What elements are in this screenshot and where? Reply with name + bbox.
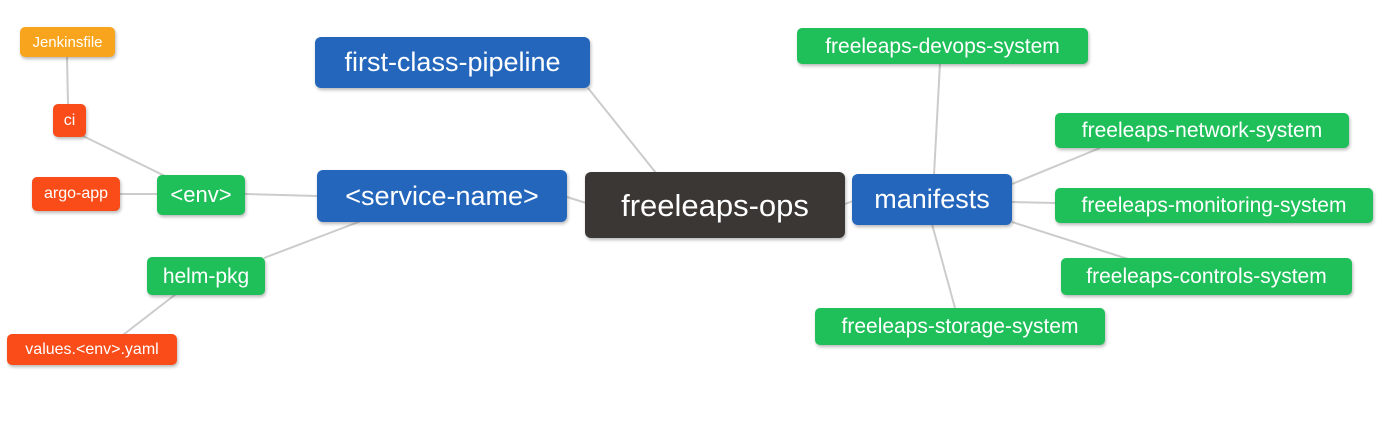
edge-jenkinsfile-ci: [66, 56, 69, 105]
edge-root-manifests: [844, 200, 854, 205]
node-first-class-pipeline[interactable]: first-class-pipeline: [315, 37, 590, 88]
edge-ci-env: [82, 135, 166, 177]
node-freeleaps-ops[interactable]: freeleaps-ops: [585, 172, 845, 238]
node-helm-pkg[interactable]: helm-pkg: [147, 257, 265, 295]
edge-manifests-network: [1011, 147, 1101, 185]
node-argo-app[interactable]: argo-app: [32, 177, 120, 211]
node-freeleaps-monitoring-system[interactable]: freeleaps-monitoring-system: [1055, 188, 1373, 223]
node-jenkinsfile[interactable]: Jenkinsfile: [20, 27, 115, 57]
node-service-name[interactable]: <service-name>: [317, 170, 567, 222]
node-freeleaps-controls-system[interactable]: freeleaps-controls-system: [1061, 258, 1352, 295]
edge-manifests-monitoring: [1011, 201, 1057, 204]
edge-servicename-helmpkg: [263, 220, 362, 259]
node-freeleaps-storage-system[interactable]: freeleaps-storage-system: [815, 308, 1105, 345]
node-manifests[interactable]: manifests: [852, 174, 1012, 225]
node-ci[interactable]: ci: [53, 104, 86, 137]
edge-helmpkg-values: [122, 293, 177, 336]
node-values-env-yaml[interactable]: values.<env>.yaml: [7, 334, 177, 365]
edge-manifests-controls: [1011, 221, 1129, 260]
node-env[interactable]: <env>: [157, 175, 245, 215]
edge-manifests-devops: [933, 62, 941, 176]
edge-servicename-root: [566, 196, 587, 204]
node-freeleaps-network-system[interactable]: freeleaps-network-system: [1055, 113, 1349, 148]
node-freeleaps-devops-system[interactable]: freeleaps-devops-system: [797, 28, 1088, 64]
edge-manifests-storage: [931, 223, 956, 309]
edge-firstclasspipeline-root: [587, 87, 657, 174]
edge-env-servicename: [244, 193, 318, 197]
